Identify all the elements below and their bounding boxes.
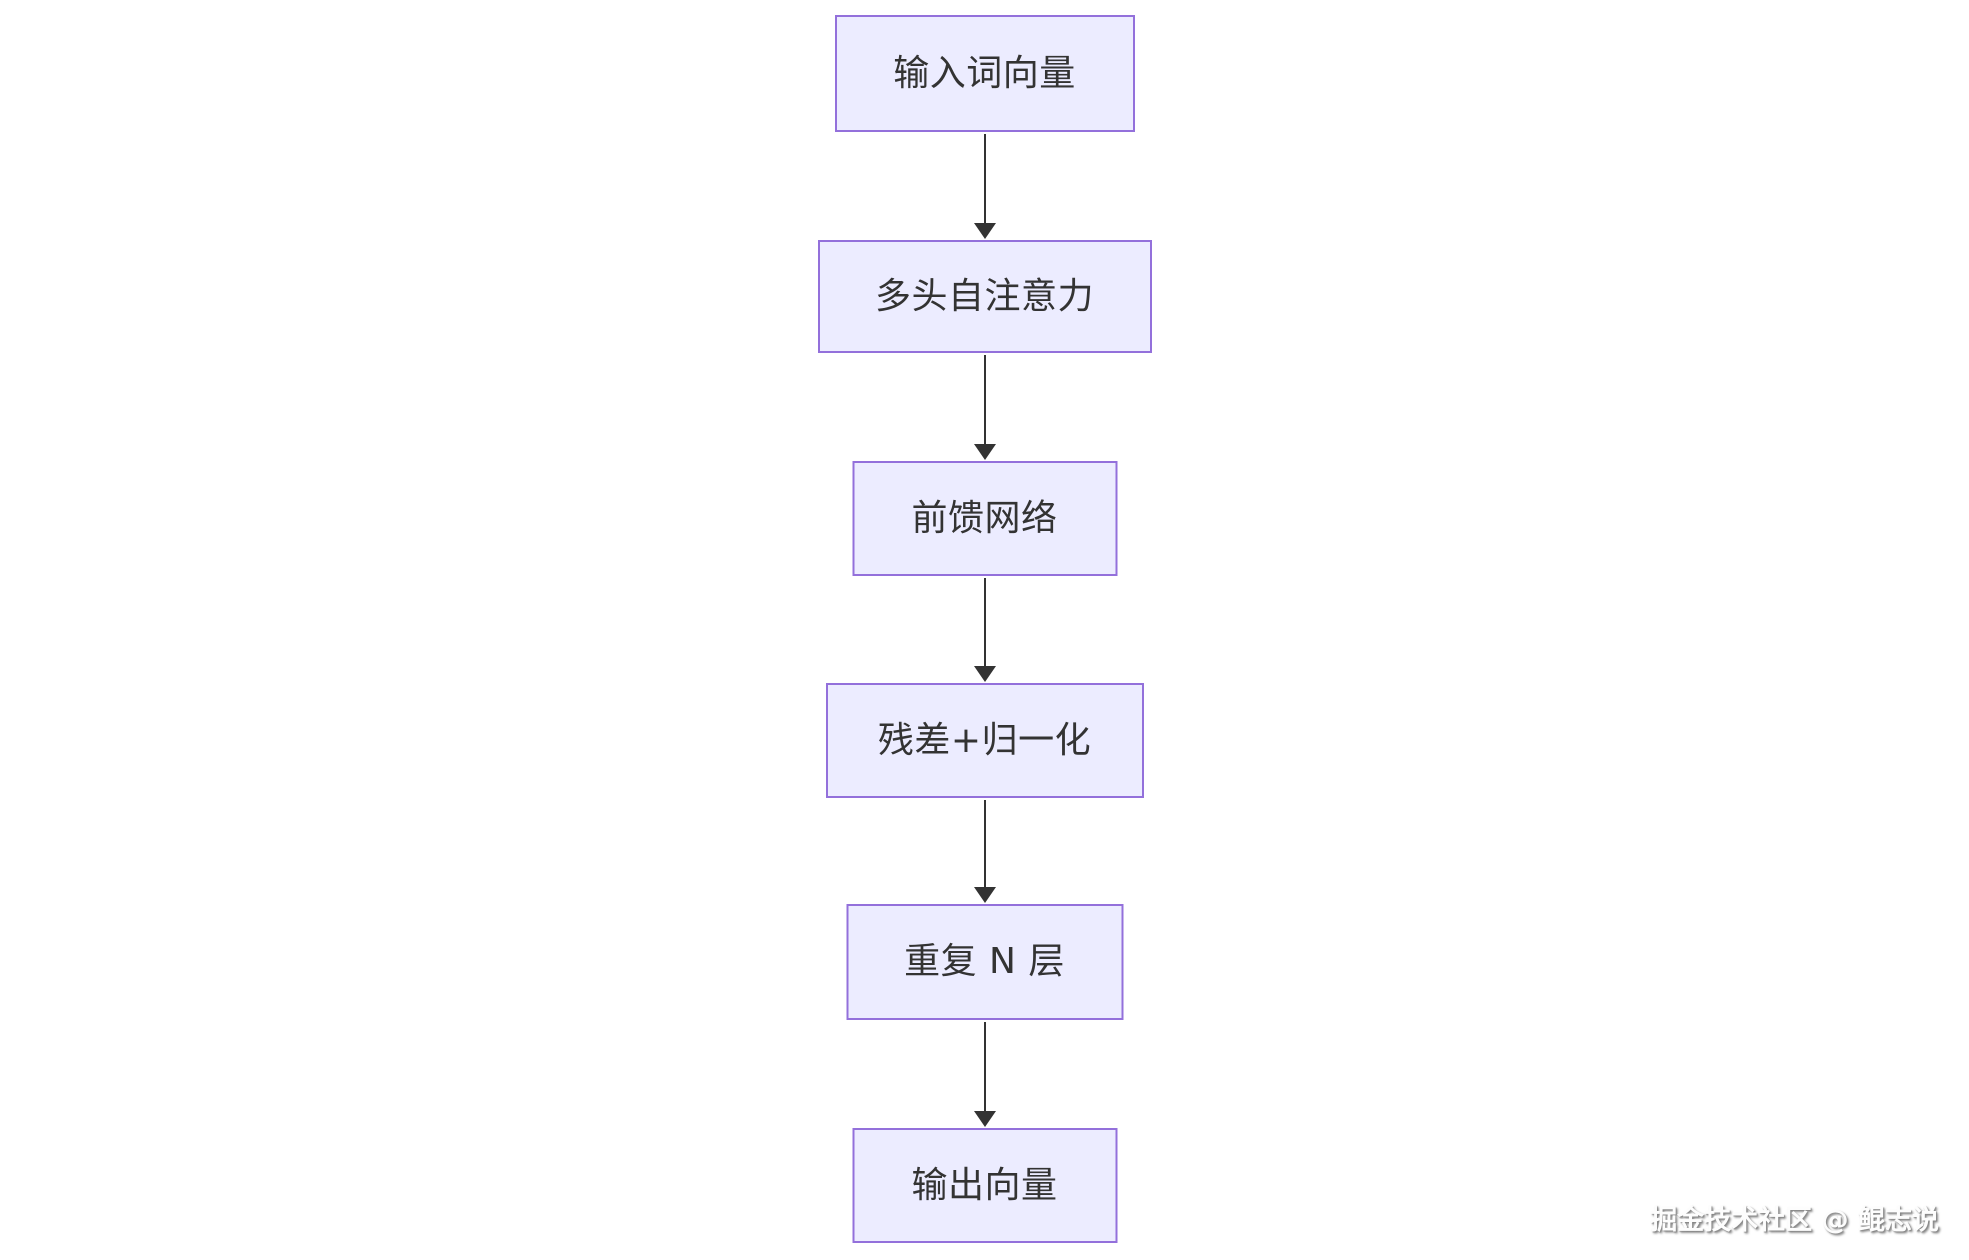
flow-arrow-1 (973, 134, 997, 239)
arrowhead-down-icon (973, 887, 996, 903)
arrowhead-down-icon (973, 444, 996, 460)
flow-arrow-2 (973, 355, 997, 460)
node-repeat-n-layers: 重复 N 层 (846, 904, 1123, 1020)
node-input-word-vector: 输入词向量 (834, 15, 1135, 132)
arrow-line (983, 355, 986, 447)
node-label: 输出向量 (911, 1164, 1058, 1206)
node-label: 残差+归一化 (877, 719, 1092, 761)
arrowhead-down-icon (973, 666, 996, 682)
arrowhead-down-icon (973, 1111, 996, 1127)
flow-arrow-3 (973, 578, 997, 682)
arrow-line (983, 134, 986, 226)
watermark: 掘金技术社区 @ 鲲志说 (1650, 1205, 1939, 1236)
node-feed-forward-network: 前馈网络 (852, 461, 1117, 576)
arrow-line (983, 1022, 986, 1114)
arrow-line (983, 800, 986, 890)
arrowhead-down-icon (973, 223, 996, 239)
node-label: 多头自注意力 (874, 275, 1094, 317)
node-label: 重复 N 层 (904, 941, 1065, 982)
node-label: 前馈网络 (911, 497, 1058, 539)
node-label: 输入词向量 (893, 52, 1076, 94)
node-multi-head-self-attention: 多头自注意力 (817, 240, 1152, 353)
arrow-line (983, 578, 986, 669)
node-residual-normalization: 残差+归一化 (825, 683, 1144, 798)
node-output-vector: 输出向量 (852, 1128, 1117, 1243)
flow-arrow-5 (973, 1022, 997, 1127)
flow-arrow-4 (973, 800, 997, 903)
